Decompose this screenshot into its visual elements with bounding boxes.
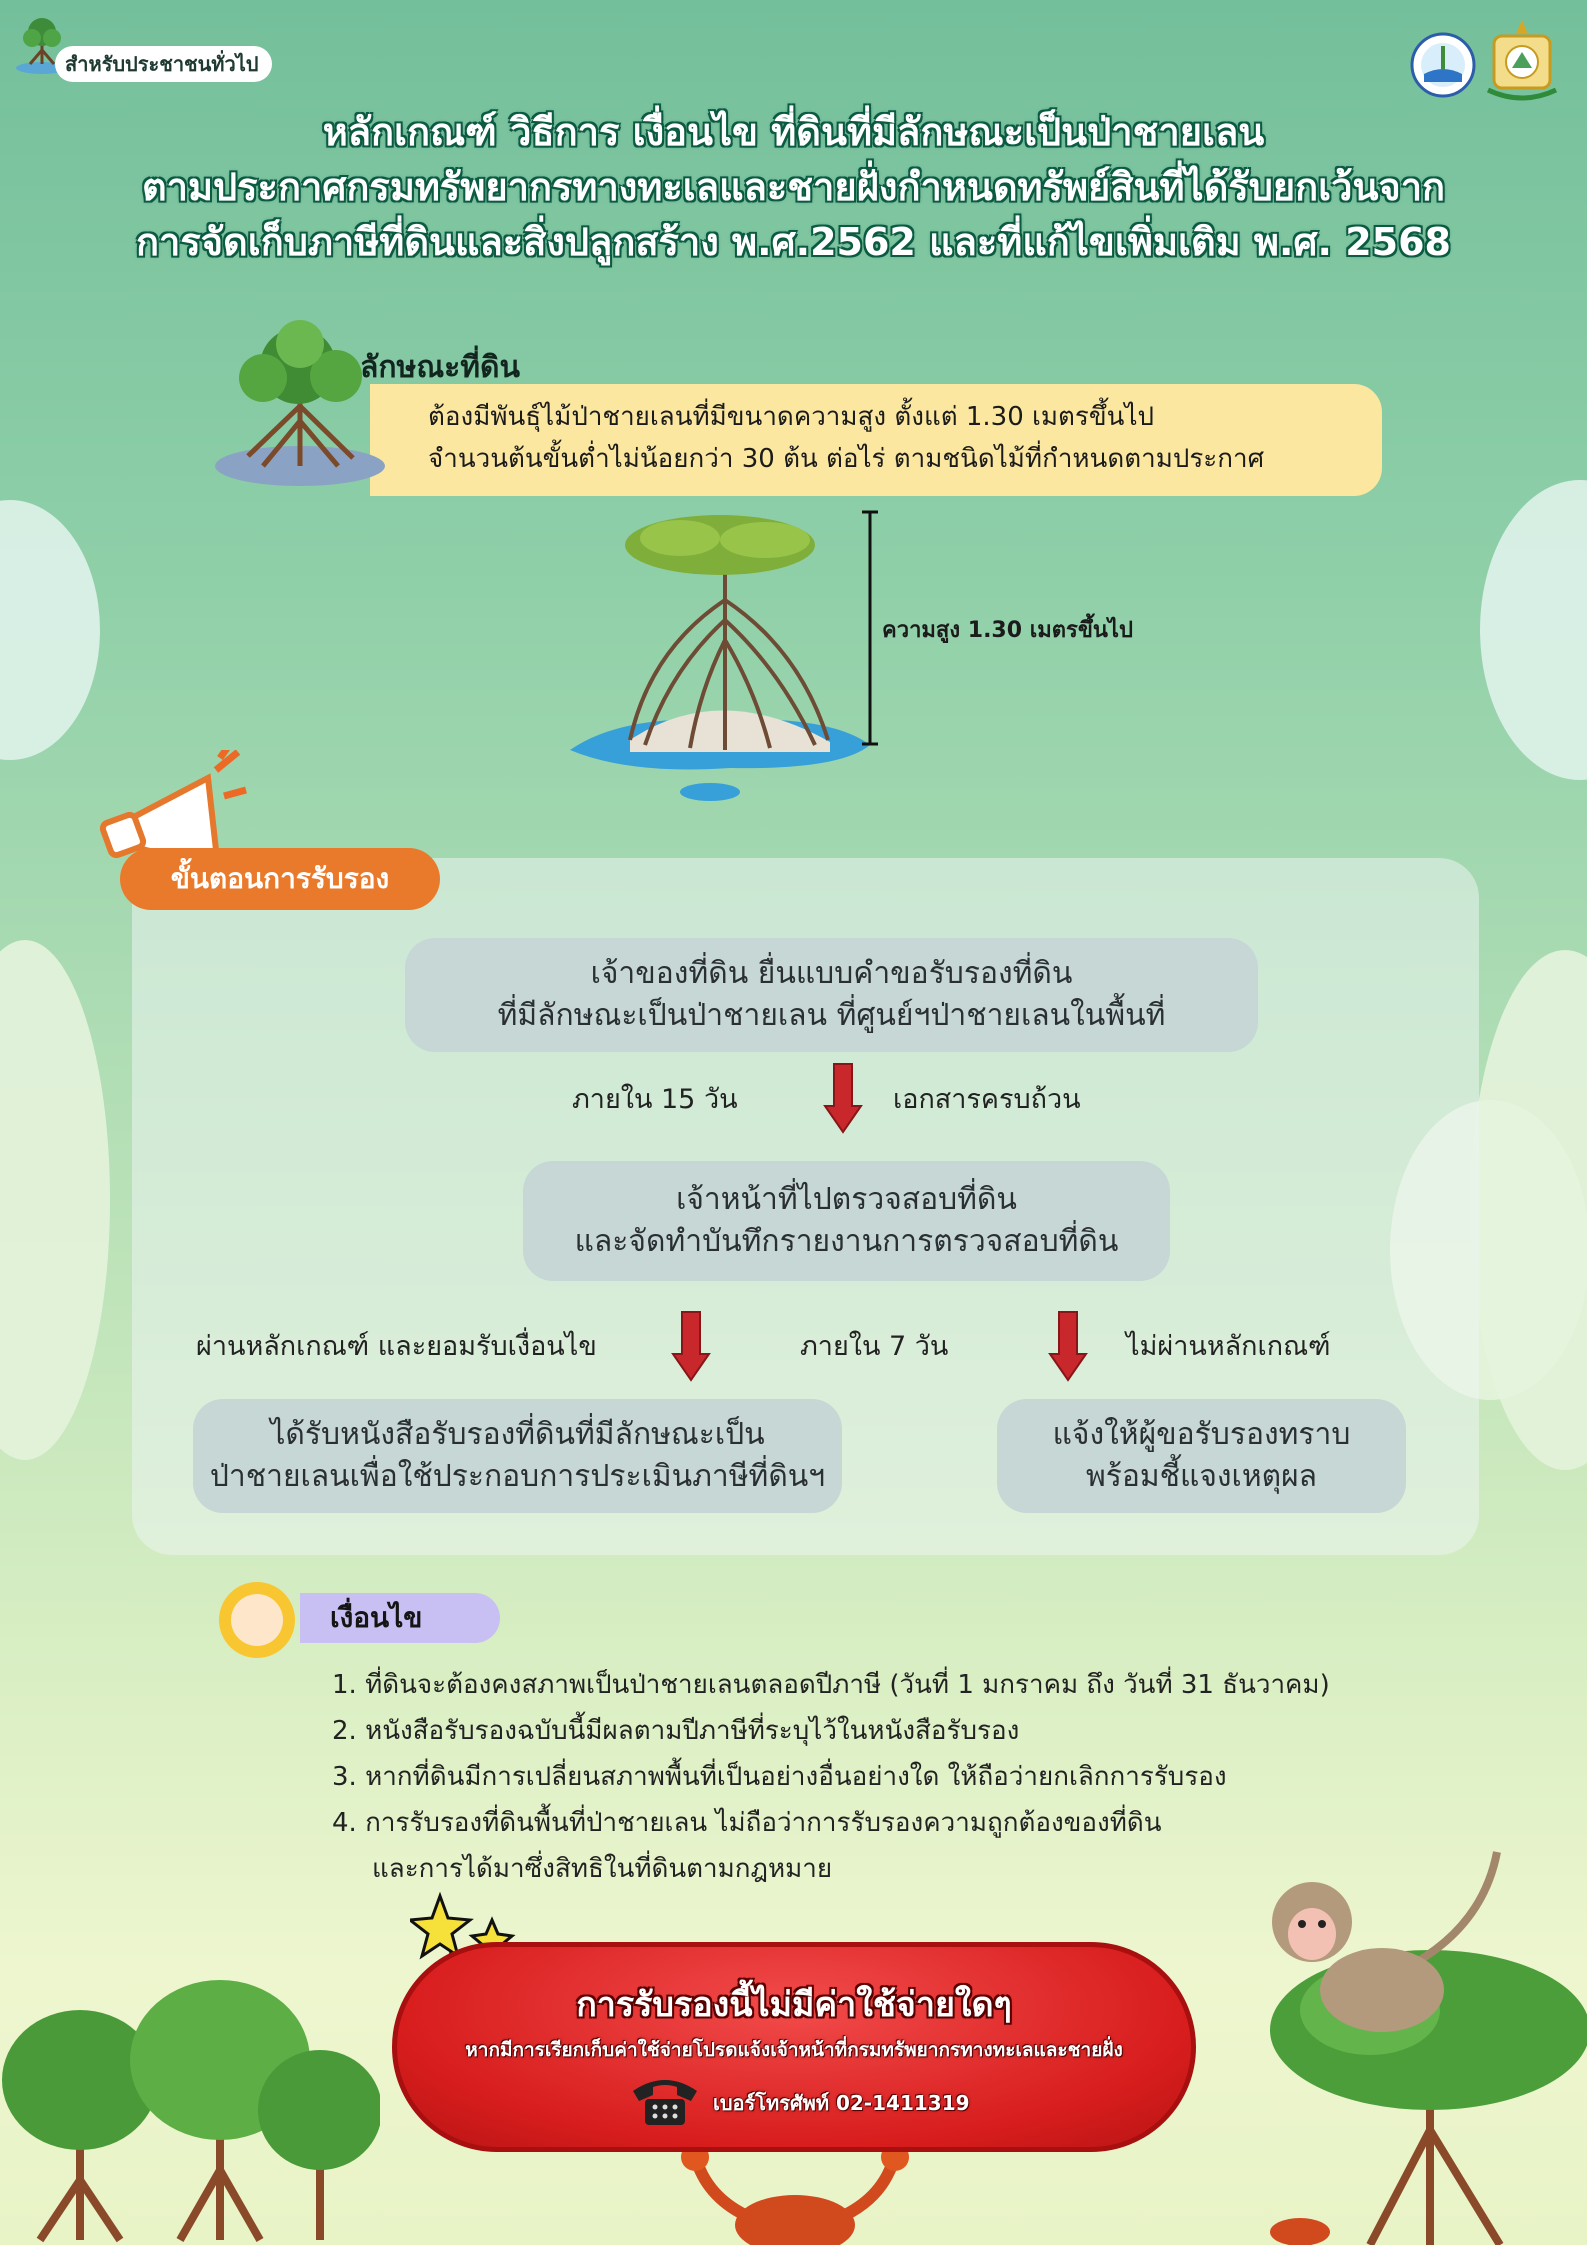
condition-item: 3. หากที่ดินมีการเปลี่ยนสภาพพื้นที่เป็นอ… (332, 1762, 1227, 1792)
sun-icon (219, 1582, 295, 1658)
page-title: หลักเกณฑ์ วิธีการ เงื่อนไข ที่ดินที่มีลั… (40, 105, 1547, 270)
step-line: เจ้าหน้าที่ไปตรวจสอบที่ดิน (676, 1182, 1017, 1217)
height-label: ความสูง 1.30 เมตรขึ้นไป (882, 618, 1133, 643)
condition-item: และการได้มาซึ่งสิทธิในที่ดินตามกฎหมาย (372, 1854, 833, 1884)
land-criteria-box (370, 384, 1382, 496)
mangrove-tree-icon (215, 320, 385, 486)
conditions-heading: เงื่อนไข (300, 1593, 500, 1643)
title-line: ตามประกาศกรมทรัพยากรทางทะเลและชายฝั่งกำห… (141, 165, 1446, 209)
title-line: หลักเกณฑ์ วิธีการ เงื่อนไข ที่ดินที่มีลั… (322, 110, 1265, 154)
ministry-logo-icon (1486, 20, 1558, 101)
process-heading: ขั้นตอนการรับรอง (120, 848, 440, 910)
condition-item: 2. หนังสือรับรองฉบับนี้มีผลตามปีภาษีที่ร… (332, 1716, 1020, 1746)
step-line: ป่าชายเลนเพื่อใช้ประกอบการประเมินภาษีที่… (209, 1459, 826, 1494)
free-of-charge-notice: การรับรองนี้ไม่มีค่าใช้จ่ายใดๆ หากมีการเ… (392, 1942, 1196, 2152)
arrow-down-icon (671, 1311, 711, 1382)
step-line: แจ้งให้ผู้ขอรับรองทราบ (1052, 1417, 1351, 1452)
within-7-days-label: ภายใน 7 วัน (800, 1331, 949, 1362)
condition-item: 1. ที่ดินจะต้องคงสภาพเป็นป่าชายเลนตลอดปี… (332, 1670, 1330, 1700)
step-line: พร้อมชี้แจงเหตุผล (1085, 1459, 1318, 1494)
cloud-decoration (1480, 480, 1587, 780)
arrow-down-icon (823, 1063, 863, 1134)
documents-complete-label: เอกสารครบถ้วน (893, 1084, 1081, 1115)
cloud-decoration (0, 940, 110, 1460)
mangrove-trees-decoration (2, 1980, 380, 2243)
crab-icon (681, 2145, 909, 2245)
step-line: ที่มีลักษณะเป็นป่าชายเลน ที่ศูนย์ฯป่าชาย… (497, 998, 1166, 1033)
notice-phone: เบอร์โทรศัพท์ 02-1411319 (713, 2091, 970, 2115)
result-certificate-issued: ได้รับหนังสือรับรองที่ดินที่มีลักษณะเป็น… (193, 1399, 842, 1513)
pass-criteria-label: ผ่านหลักเกณฑ์ และยอมรับเงื่อนไข (196, 1331, 597, 1362)
cloud-decoration (0, 500, 100, 760)
result-notify-applicant: แจ้งให้ผู้ขอรับรองทราบ พร้อมชี้แจงเหตุผล (997, 1399, 1406, 1513)
land-criteria-line: จำนวนต้นขั้นต่ำไม่น้อยกว่า 30 ต้น ต่อไร่… (428, 444, 1265, 474)
step-line: ได้รับหนังสือรับรองที่ดินที่มีลักษณะเป็น (270, 1417, 765, 1452)
mangrove-illustration (570, 515, 870, 801)
audience-badge: สำหรับประชาชนทั่วไป (55, 46, 273, 82)
within-15-days-label: ภายใน 15 วัน (572, 1084, 738, 1115)
monkey-icon (1272, 1851, 1501, 2032)
mangrove-tree-icon (16, 18, 68, 74)
step-line: เจ้าของที่ดิน ยื่นแบบคำขอรับรองที่ดิน (590, 956, 1073, 991)
title-line: การจัดเก็บภาษีที่ดินและสิ่งปลูกสร้าง พ.ศ… (136, 220, 1451, 264)
condition-item: 4. การรับรองที่ดินพื้นที่ป่าชายเลน ไม่ถื… (332, 1808, 1162, 1838)
land-criteria-line: ต้องมีพันธุ์ไม้ป่าชายเลนที่มีขนาดความสูง… (428, 402, 1155, 432)
step-inspection: เจ้าหน้าที่ไปตรวจสอบที่ดิน และจัดทำบันทึ… (523, 1161, 1170, 1281)
megaphone-icon (99, 750, 247, 872)
notice-title: การรับรองนี้ไม่มีค่าใช้จ่ายใดๆ (576, 1985, 1012, 2025)
conditions-list: 1. ที่ดินจะต้องคงสภาพเป็นป่าชายเลนตลอดปี… (332, 1662, 1330, 1892)
land-heading: ลักษณะที่ดิน (360, 350, 521, 385)
arrow-down-icon (1048, 1311, 1088, 1382)
department-logo-icon (1410, 32, 1476, 98)
notice-subtitle: หากมีการเรียกเก็บค่าใช้จ่ายโปรดแจ้งเจ้าห… (465, 2039, 1123, 2061)
land-criteria-text: ต้องมีพันธุ์ไม้ป่าชายเลนที่มีขนาดความสูง… (428, 396, 1264, 480)
step-line: และจัดทำบันทึกรายงานการตรวจสอบที่ดิน (574, 1224, 1119, 1259)
crab-icon (1270, 2218, 1330, 2245)
step-submit-request: เจ้าของที่ดิน ยื่นแบบคำขอรับรองที่ดิน ที… (405, 938, 1258, 1052)
telephone-icon (633, 2080, 697, 2125)
height-measure-bar (862, 510, 878, 746)
fail-criteria-label: ไม่ผ่านหลักเกณฑ์ (1126, 1331, 1331, 1362)
